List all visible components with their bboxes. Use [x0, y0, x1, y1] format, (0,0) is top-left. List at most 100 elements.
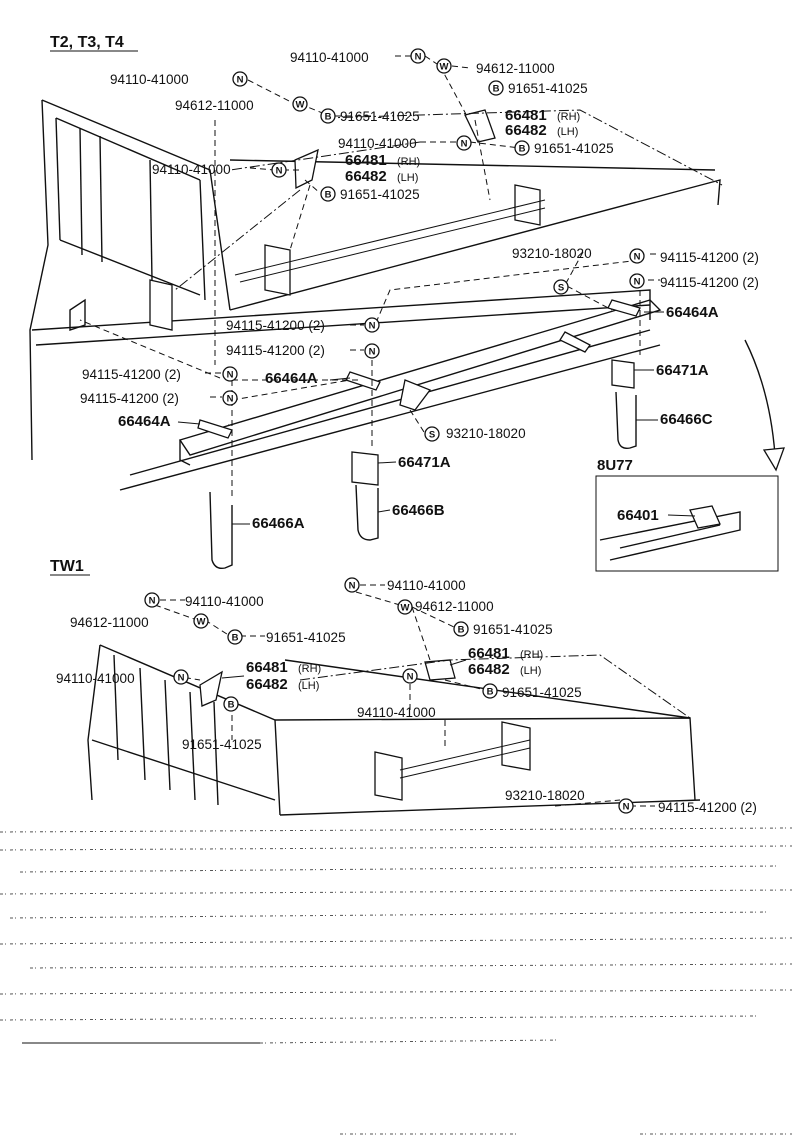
part-label: 94110-41000 [387, 578, 466, 593]
svg-text:W: W [296, 100, 305, 111]
nut-symbol-icon [618, 798, 634, 814]
solid-leaders-lower [221, 659, 467, 679]
part-label: 94110-41000 [185, 594, 264, 609]
nut-symbol-icon [364, 343, 380, 359]
svg-text:B: B [458, 625, 465, 636]
part-label: 66482 [345, 168, 387, 185]
svg-text:(LH): (LH) [397, 172, 418, 184]
part-label: 94612-11000 [415, 599, 494, 614]
bolt-symbol-icon [223, 696, 239, 712]
svg-text:B: B [232, 633, 239, 644]
part-label: 94115-41200 (2) [660, 275, 759, 290]
svg-text:N: N [415, 52, 422, 63]
svg-text:(RH): (RH) [557, 111, 580, 123]
part-label: 91651-41025 [502, 685, 582, 700]
fastener-symbols-upper: N N W B W B N B N B S N N N N N N [222, 48, 645, 442]
washer-symbol-icon [193, 613, 209, 629]
inset-frame [595, 475, 779, 572]
leader-lines-upper [79, 55, 723, 500]
nut-symbol-icon [173, 669, 189, 685]
washer-symbol-icon [436, 58, 452, 74]
svg-text:(RH): (RH) [397, 156, 420, 168]
part-label: 94115-41200 (2) [226, 343, 325, 358]
faded-scan-lines [0, 827, 792, 1135]
part-label: 66464A [666, 304, 719, 321]
part-label: 66482 [246, 676, 288, 693]
svg-text:B: B [228, 700, 235, 711]
truck-bed-lower [87, 644, 701, 816]
svg-text:N: N [634, 252, 641, 263]
part-label: 66481 [246, 659, 288, 676]
part-label: 66482 [468, 661, 510, 678]
svg-text:W: W [440, 62, 449, 73]
part-label: 91651-41025 [340, 187, 420, 202]
svg-text:N: N [369, 321, 376, 332]
part-label: 93210-18020 [512, 246, 592, 261]
part-label: 66481 [468, 645, 510, 662]
svg-text:N: N [237, 75, 244, 86]
part-label: 94115-41200 (2) [658, 800, 757, 815]
bolt-symbol-icon [514, 140, 530, 156]
truck-bed-upper [29, 99, 721, 570]
part-label: 66401 [617, 507, 659, 524]
part-label: 94110-41000 [110, 72, 189, 87]
part-label: 93210-18020 [446, 426, 526, 441]
part-label: 94110-41000 [152, 162, 231, 177]
part-label: 94110-41000 [56, 671, 135, 686]
part-label: 91651-41025 [473, 622, 553, 637]
part-label: 66482 [505, 122, 547, 139]
section-title-t2-t3-t4: T2, T3, T4 [50, 34, 124, 51]
part-label: 66466A [252, 515, 305, 532]
fastener-symbols-lower: N W B N W B N B N B N [144, 577, 634, 814]
svg-text:N: N [178, 673, 185, 684]
nut-symbol-icon [232, 71, 248, 87]
bolt-symbol-icon [320, 186, 336, 202]
stud-symbol-icon [424, 426, 440, 442]
bolt-symbol-icon [227, 629, 243, 645]
svg-text:B: B [493, 84, 500, 95]
nut-symbol-icon [364, 317, 380, 333]
arrow-icon [762, 447, 785, 472]
solid-leaders-upper [177, 167, 664, 525]
part-label: 91651-41025 [340, 109, 420, 124]
svg-text:N: N [227, 370, 234, 381]
nut-symbol-icon [271, 162, 287, 178]
svg-text:(LH): (LH) [557, 126, 578, 138]
part-label: 66464A [265, 370, 318, 387]
svg-text:S: S [429, 430, 435, 441]
part-label: 91651-41025 [508, 81, 588, 96]
part-labels-lower: 94110-41000 94612-11000 91651-41025 9411… [56, 578, 757, 815]
stud-symbol-icon [553, 279, 569, 295]
svg-text:(RH): (RH) [520, 649, 543, 661]
svg-text:B: B [325, 112, 332, 123]
part-label: 94110-41000 [338, 136, 417, 151]
nut-symbol-icon [629, 248, 645, 264]
washer-symbol-icon [292, 96, 308, 112]
svg-text:N: N [276, 166, 283, 177]
nut-symbol-icon [402, 668, 418, 684]
part-label: 94115-41200 (2) [80, 391, 179, 406]
section-title-tw1: TW1 [50, 558, 84, 575]
part-label: 94115-41200 (2) [226, 318, 325, 333]
svg-text:(LH): (LH) [298, 680, 319, 692]
svg-text:(LH): (LH) [520, 665, 541, 677]
nut-symbol-icon [222, 390, 238, 406]
svg-text:N: N [623, 802, 630, 813]
nut-symbol-icon [144, 592, 160, 608]
svg-text:S: S [558, 283, 564, 294]
inset-8u77: 8U77 66401 [595, 339, 785, 572]
svg-text:N: N [349, 581, 356, 592]
nut-symbol-icon [222, 366, 238, 382]
part-label: 91651-41025 [534, 141, 614, 156]
svg-text:N: N [369, 347, 376, 358]
part-label: 94612-11000 [70, 615, 149, 630]
part-label: 66466C [660, 411, 713, 428]
part-label: 93210-18020 [505, 788, 585, 803]
svg-text:W: W [401, 603, 410, 614]
part-label: 91651-41025 [266, 630, 346, 645]
svg-text:B: B [487, 687, 494, 698]
inset-title: 8U77 [597, 457, 633, 474]
part-labels-upper: 94110-41000 94110-41000 94612-11000 9165… [80, 50, 759, 532]
part-label: 94110-41000 [290, 50, 369, 65]
part-label: 94115-41200 (2) [82, 367, 181, 382]
